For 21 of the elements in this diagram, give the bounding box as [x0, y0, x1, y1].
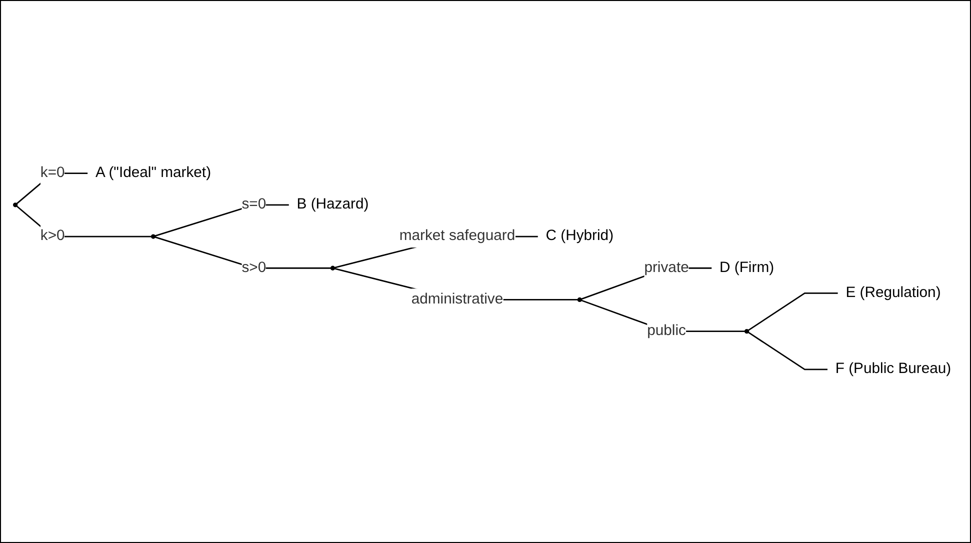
node-text: D (Firm)	[719, 260, 774, 276]
edge-label: s>0	[241, 260, 266, 276]
connector	[747, 332, 828, 370]
node-text: B (Hazard)	[296, 196, 368, 212]
node-circle	[330, 266, 335, 271]
edge-label: administrative	[410, 291, 503, 308]
edge-label: s=0	[241, 196, 266, 212]
node-text: A ("Ideal" market)	[94, 165, 211, 181]
edge-label: k=0	[40, 165, 64, 181]
edge-label: k>0	[40, 228, 64, 244]
node-circle	[744, 329, 749, 334]
node-circle	[576, 298, 582, 302]
node-text: C (Hybrid)	[545, 228, 614, 244]
node-circle	[150, 234, 156, 239]
edge-label: public	[646, 323, 686, 339]
connector	[747, 292, 838, 332]
node-circle	[12, 202, 18, 208]
edge-label: private	[644, 260, 688, 276]
node-text: F (Public Bureau)	[834, 361, 951, 377]
node-text: E (Regulation)	[845, 284, 940, 301]
edge-label: market safeguard	[398, 228, 515, 244]
